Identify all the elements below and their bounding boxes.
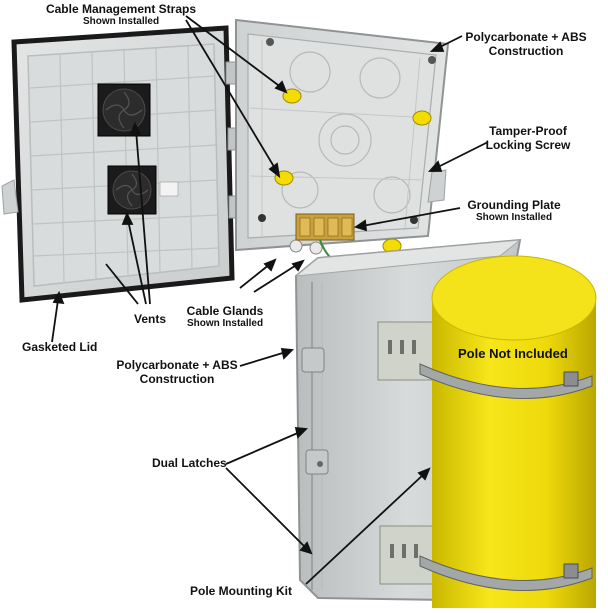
- leader-construction-mid: [239, 351, 287, 367]
- leader-cable-glands-1: [239, 263, 271, 289]
- callout-cable-straps: Cable Management Straps Shown Installed: [36, 2, 206, 28]
- callout-cable-glands-title: Cable Glands: [186, 304, 264, 318]
- cable-strap-3: [412, 110, 432, 126]
- callout-grounding-plate-sub: Shown Installed: [475, 212, 553, 223]
- callout-locking-screw-line1: Tamper-Proof: [489, 124, 567, 138]
- gasketed-lid: [1, 25, 242, 303]
- leader-vents-3: [105, 263, 139, 305]
- callout-dual-latches-title: Dual Latches: [152, 456, 227, 470]
- callout-grounding-plate: Grounding Plate Shown Installed: [460, 198, 568, 224]
- leader-cable-straps-1: [185, 15, 283, 89]
- leader-cable-straps-2: [185, 19, 277, 171]
- callout-dual-latches: Dual Latches: [152, 456, 227, 470]
- leader-pole-kit: [305, 473, 425, 585]
- cable-strap-1: [282, 88, 302, 104]
- leader-vents-1: [135, 129, 151, 305]
- latch-bottom: [305, 449, 329, 475]
- leader-cable-glands-2: [253, 263, 299, 293]
- leader-gasketed-lid: [51, 299, 59, 343]
- leader-vents-2: [127, 219, 147, 305]
- callout-locking-screw-line2: Locking Screw: [485, 138, 571, 152]
- mounting-bracket-bottom: [379, 525, 439, 585]
- callout-construction-mid: Polycarbonate + ABS Construction: [112, 358, 242, 386]
- callout-cable-straps-sub: Shown Installed: [82, 16, 160, 27]
- hose-clamp-top: [419, 363, 593, 399]
- callout-vents: Vents: [134, 312, 166, 326]
- callout-construction-mid-line2: Construction: [139, 372, 215, 386]
- callout-gasketed-lid: Gasketed Lid: [22, 340, 97, 354]
- callout-pole-mounting-kit-title: Pole Mounting Kit: [190, 584, 292, 598]
- callout-cable-straps-title: Cable Management Straps: [45, 2, 197, 16]
- callout-construction-top-line2: Construction: [488, 44, 564, 58]
- enclosure-base: [235, 18, 450, 255]
- yellow-pole: [431, 255, 597, 608]
- vent-top: [97, 83, 151, 137]
- latch-top: [301, 347, 325, 373]
- callout-construction-top-line1: Polycarbonate + ABS: [465, 30, 587, 44]
- callout-grounding-plate-title: Grounding Plate: [467, 198, 561, 212]
- callout-construction-top: Polycarbonate + ABS Construction: [456, 30, 596, 58]
- hose-clamp-bottom: [419, 555, 593, 591]
- grounding-plate: [295, 213, 355, 263]
- leader-grounding-plate: [361, 207, 461, 227]
- callout-construction-mid-line1: Polycarbonate + ABS: [116, 358, 238, 372]
- callout-pole-mounting-kit: Pole Mounting Kit: [190, 584, 292, 598]
- callout-cable-glands-sub: Shown Installed: [186, 318, 264, 329]
- callout-gasketed-lid-title: Gasketed Lid: [22, 340, 98, 354]
- leader-dual-latches-2: [225, 467, 307, 549]
- callout-pole-note: Pole Not Included: [458, 346, 568, 361]
- callout-vents-title: Vents: [134, 312, 167, 326]
- leader-locking-screw: [435, 141, 489, 169]
- callout-cable-glands: Cable Glands Shown Installed: [180, 304, 270, 330]
- leader-dual-latches-1: [225, 431, 301, 465]
- callout-locking-screw: Tamper-Proof Locking Screw: [478, 124, 578, 152]
